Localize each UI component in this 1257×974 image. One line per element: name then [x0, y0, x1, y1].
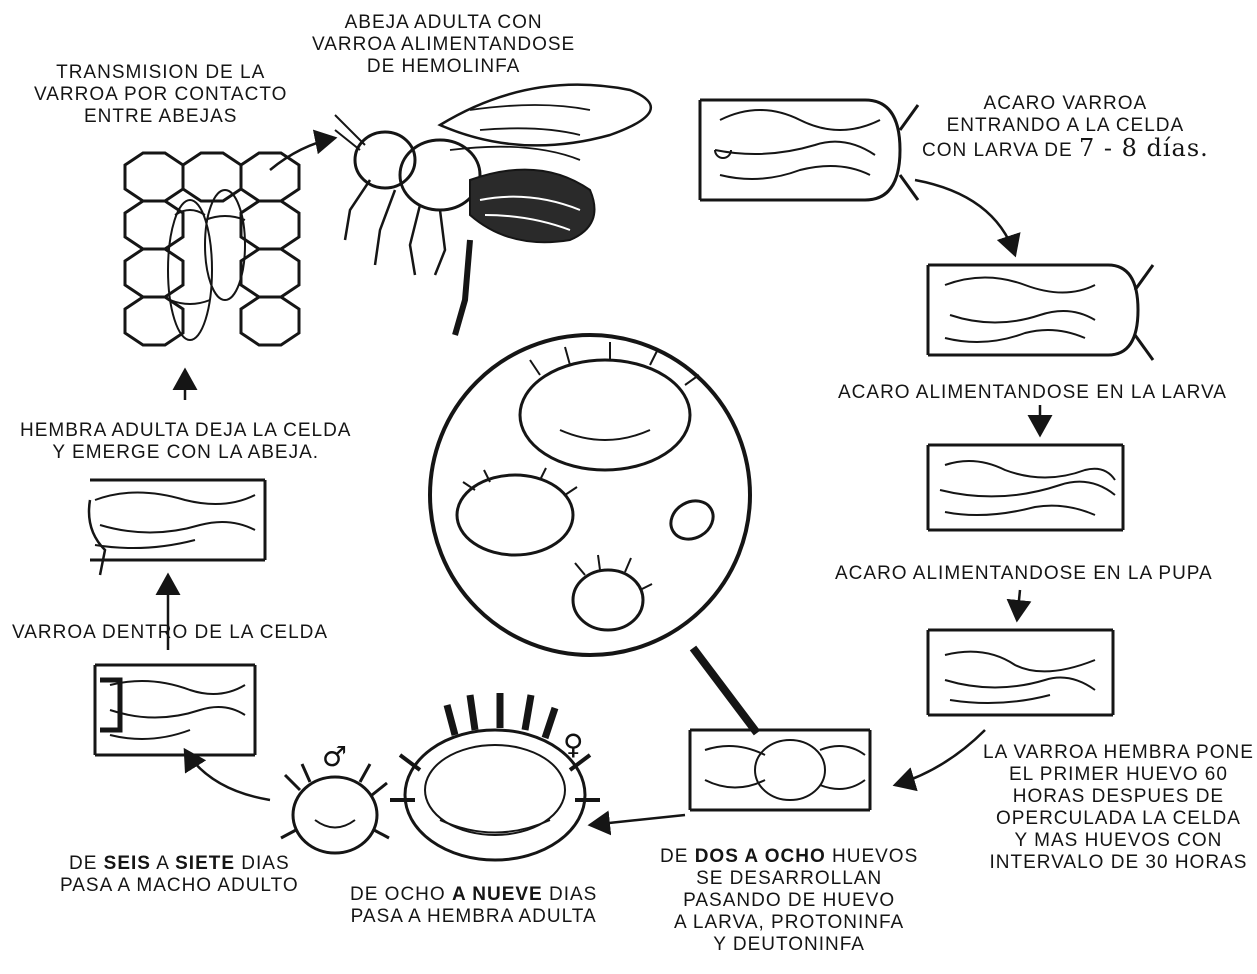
label-feeding-pupa: ACARO ALIMENTANDOSE EN LA PUPA	[835, 563, 1213, 585]
label-adult-bee: ABEJA ADULTA CON VARROA ALIMENTANDOSE DE…	[312, 12, 575, 78]
label-male-adult-mid: A	[151, 853, 175, 874]
label-adult-bee-line1: ABEJA ADULTA CON	[312, 12, 575, 34]
label-female-leaves-line2: Y EMERGE CON LA ABEJA.	[20, 442, 351, 464]
label-first-egg-line6: INTERVALO DE 30 HORAS	[983, 852, 1254, 874]
cell-larva-feeding	[928, 265, 1153, 360]
label-male-adult-seven: SIETE	[175, 853, 235, 874]
label-feeding-larva: ACARO ALIMENTANDOSE EN LA LARVA	[838, 382, 1227, 404]
label-first-egg-line3: HORAS DESPUES DE	[983, 786, 1254, 808]
label-male-adult-line2: PASA A MACHO ADULTO	[60, 875, 299, 897]
label-male-adult-line1: DE SEIS A SIETE DIAS	[60, 853, 299, 875]
label-varroa-in-cell: VARROA DENTRO DE LA CELDA	[12, 622, 328, 644]
label-transmission-line1: TRANSMISION DE LA	[34, 62, 287, 84]
label-transmission-line3: ENTRE ABEJAS	[34, 106, 287, 128]
label-first-egg-line5: Y MAS HUEVOS CON	[983, 830, 1254, 852]
label-adult-bee-line2: VARROA ALIMENTANDOSE	[312, 34, 575, 56]
label-female-leaves-line1: HEMBRA ADULTA DEJA LA CELDA	[20, 420, 351, 442]
adult-male-mite	[281, 764, 389, 853]
label-eggs-develop-line1: DE DOS A OCHO HUEVOS	[660, 846, 918, 868]
label-first-egg-line4: OPERCULADA LA CELDA	[983, 808, 1254, 830]
cell-larva-entering	[700, 100, 918, 200]
label-female-adult-line2: PASA A HEMBRA ADULTA	[350, 906, 597, 928]
label-female-leaves: HEMBRA ADULTA DEJA LA CELDA Y EMERGE CON…	[20, 420, 351, 464]
cell-varroa-inside	[95, 665, 255, 755]
label-first-egg-line2: EL PRIMER HUEVO 60	[983, 764, 1254, 786]
label-female-adult-post: DIAS	[543, 884, 598, 905]
label-male-adult-post: DIAS	[235, 853, 290, 874]
label-first-egg-line1: LA VARROA HEMBRA PONE	[983, 742, 1254, 764]
cell-pupa-late	[928, 630, 1113, 715]
label-transmission-line2: VARROA POR CONTACTO	[34, 84, 287, 106]
adult-bee-illustration	[335, 85, 651, 335]
label-eggs-develop: DE DOS A OCHO HUEVOS SE DESARROLLAN PASA…	[660, 846, 918, 956]
cell-eggs	[690, 730, 870, 810]
label-eggs-develop-line3: PASANDO DE HUEVO	[660, 890, 918, 912]
label-entering-cell-line3-text: CON LARVA DE	[922, 140, 1073, 161]
label-eggs-develop-pre: DE	[660, 846, 695, 867]
adult-female-mite	[390, 693, 600, 860]
label-eggs-develop-line5: Y DEUTONINFA	[660, 934, 918, 956]
label-first-egg: LA VARROA HEMBRA PONE EL PRIMER HUEVO 60…	[983, 742, 1254, 874]
label-eggs-develop-line4: A LARVA, PROTONINFA	[660, 912, 918, 934]
label-male-adult: DE SEIS A SIETE DIAS PASA A MACHO ADULTO	[60, 853, 299, 897]
label-female-adult-days: A NUEVE	[452, 884, 543, 905]
cell-pupa	[928, 445, 1123, 530]
label-female-adult-line1: DE OCHO A NUEVE DIAS	[350, 884, 597, 906]
label-eggs-develop-post: HUEVOS	[826, 846, 919, 867]
label-entering-cell-days: 7 - 8 días.	[1079, 134, 1209, 162]
label-male-adult-pre: DE	[69, 853, 104, 874]
honeycomb-illustration	[125, 153, 299, 345]
label-entering-cell-line1: ACARO VARROA	[922, 93, 1209, 115]
label-entering-cell: ACARO VARROA ENTRANDO A LA CELDA CON LAR…	[922, 93, 1209, 162]
label-transmission: TRANSMISION DE LA VARROA POR CONTACTO EN…	[34, 62, 287, 128]
female-symbol: ♀	[563, 728, 584, 761]
label-eggs-develop-line2: SE DESARROLLAN	[660, 868, 918, 890]
male-symbol: ♂	[322, 740, 347, 773]
label-adult-bee-line3: DE HEMOLINFA	[312, 56, 575, 78]
label-entering-cell-line3: CON LARVA DE 7 - 8 días.	[922, 137, 1209, 162]
cell-female-leaving	[89, 480, 265, 575]
label-male-adult-six: SEIS	[104, 853, 151, 874]
label-female-adult: DE OCHO A NUEVE DIAS PASA A HEMBRA ADULT…	[350, 884, 597, 928]
label-eggs-develop-count: DOS A OCHO	[695, 846, 826, 867]
label-female-adult-pre: DE OCHO	[350, 884, 452, 905]
magnified-mites-circle	[430, 335, 757, 733]
cycle-arrows	[168, 138, 1040, 825]
